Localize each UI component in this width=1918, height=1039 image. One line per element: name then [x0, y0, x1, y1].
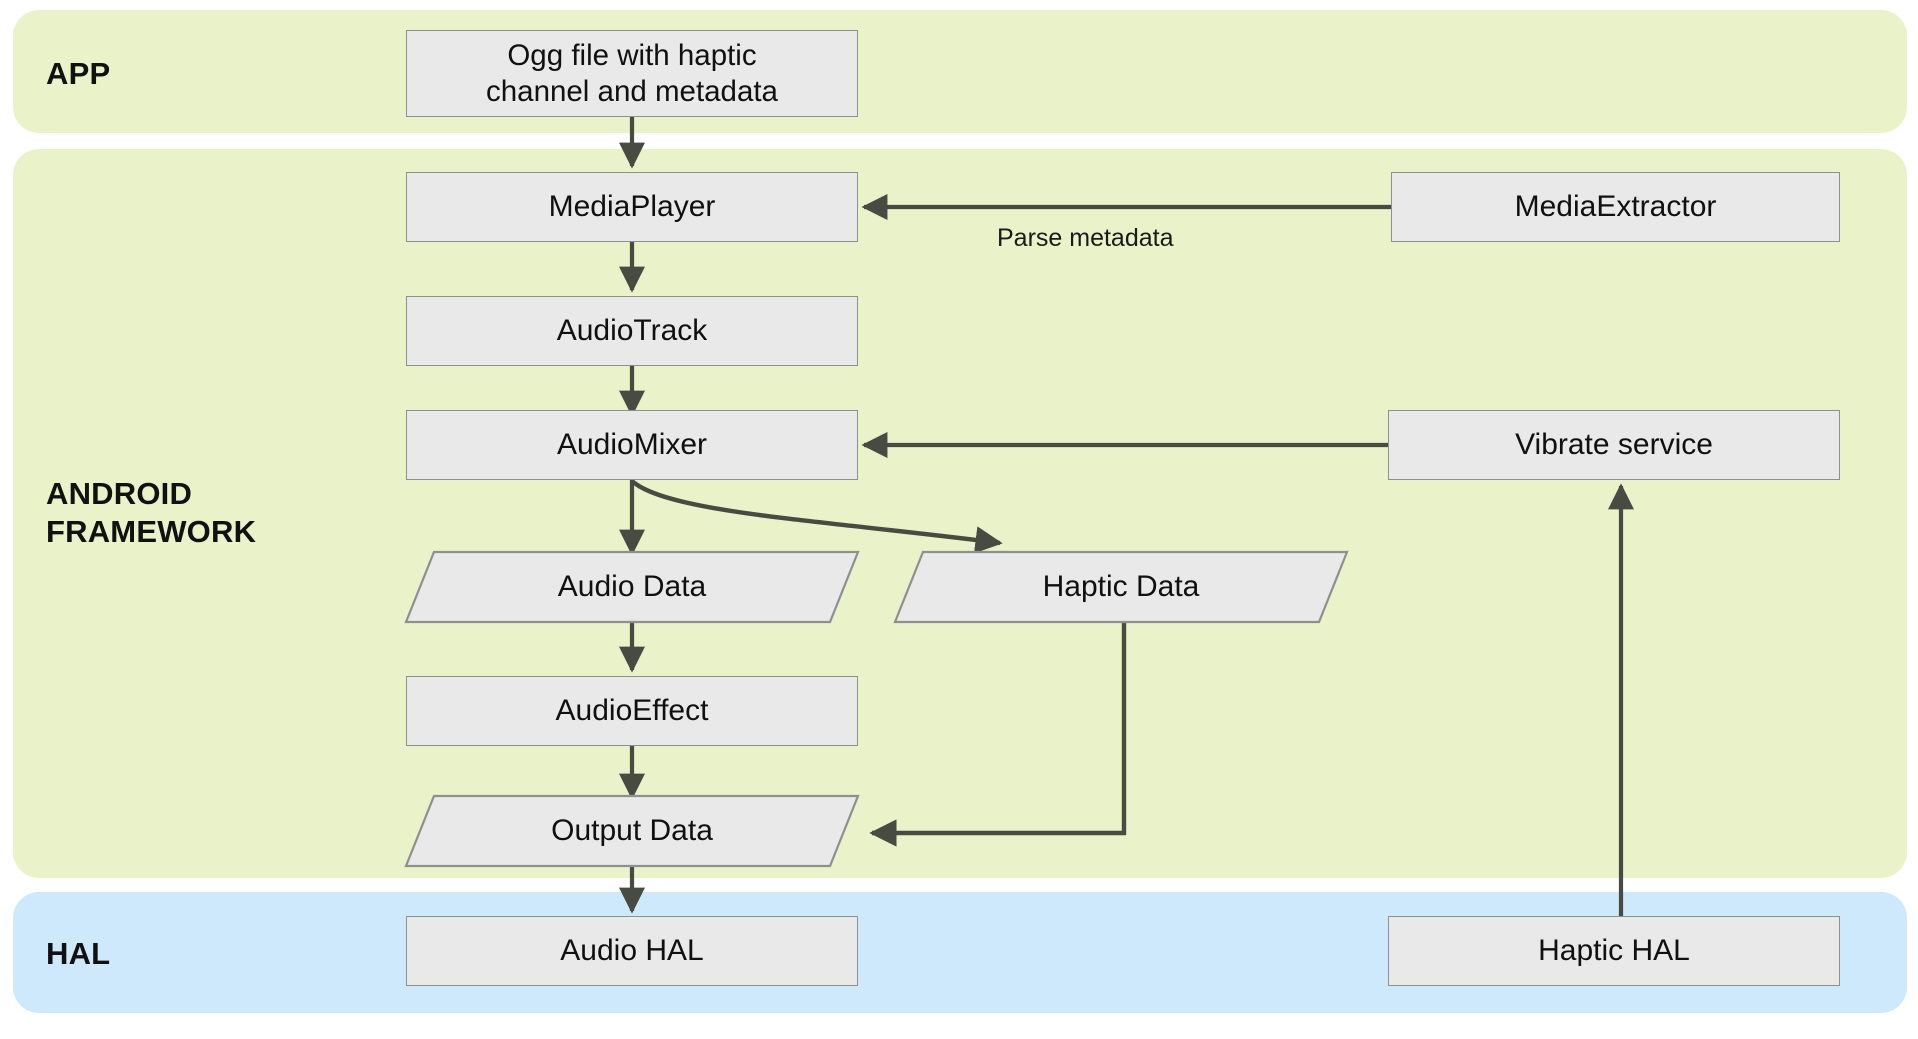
node-audiotrack[interactable]: AudioTrack	[406, 296, 858, 366]
node-haptic-data-label: Haptic Data	[1042, 570, 1200, 603]
node-vibrate-service[interactable]: Vibrate service	[1388, 410, 1840, 480]
band-label-hal: HAL	[46, 936, 111, 971]
node-audio-data-label: Audio Data	[557, 570, 707, 603]
edge-label-parse-metadata: Parse metadata	[997, 224, 1174, 252]
haptic-data-shape	[893, 550, 1349, 624]
output-data-shape	[404, 794, 860, 868]
node-mediaextractor[interactable]: MediaExtractor	[1391, 172, 1840, 242]
node-audio-hal[interactable]: Audio HAL	[406, 916, 858, 986]
node-audio-data[interactable]: Audio Data	[404, 550, 860, 624]
node-mediaplayer[interactable]: MediaPlayer	[406, 172, 858, 242]
node-haptic-data[interactable]: Haptic Data	[893, 550, 1349, 624]
band-android-framework	[13, 149, 1907, 878]
audio-data-shape	[404, 550, 860, 624]
band-app	[13, 10, 1907, 133]
node-ogg-file[interactable]: Ogg file with haptic channel and metadat…	[406, 30, 858, 117]
node-audiomixer[interactable]: AudioMixer	[406, 410, 858, 480]
node-haptic-hal[interactable]: Haptic HAL	[1388, 916, 1840, 986]
band-label-android-framework: ANDROID FRAMEWORK	[46, 476, 257, 549]
node-output-data[interactable]: Output Data	[404, 794, 860, 868]
node-audioeffect[interactable]: AudioEffect	[406, 676, 858, 746]
node-output-data-label: Output Data	[551, 814, 713, 847]
band-label-app: APP	[46, 56, 111, 91]
